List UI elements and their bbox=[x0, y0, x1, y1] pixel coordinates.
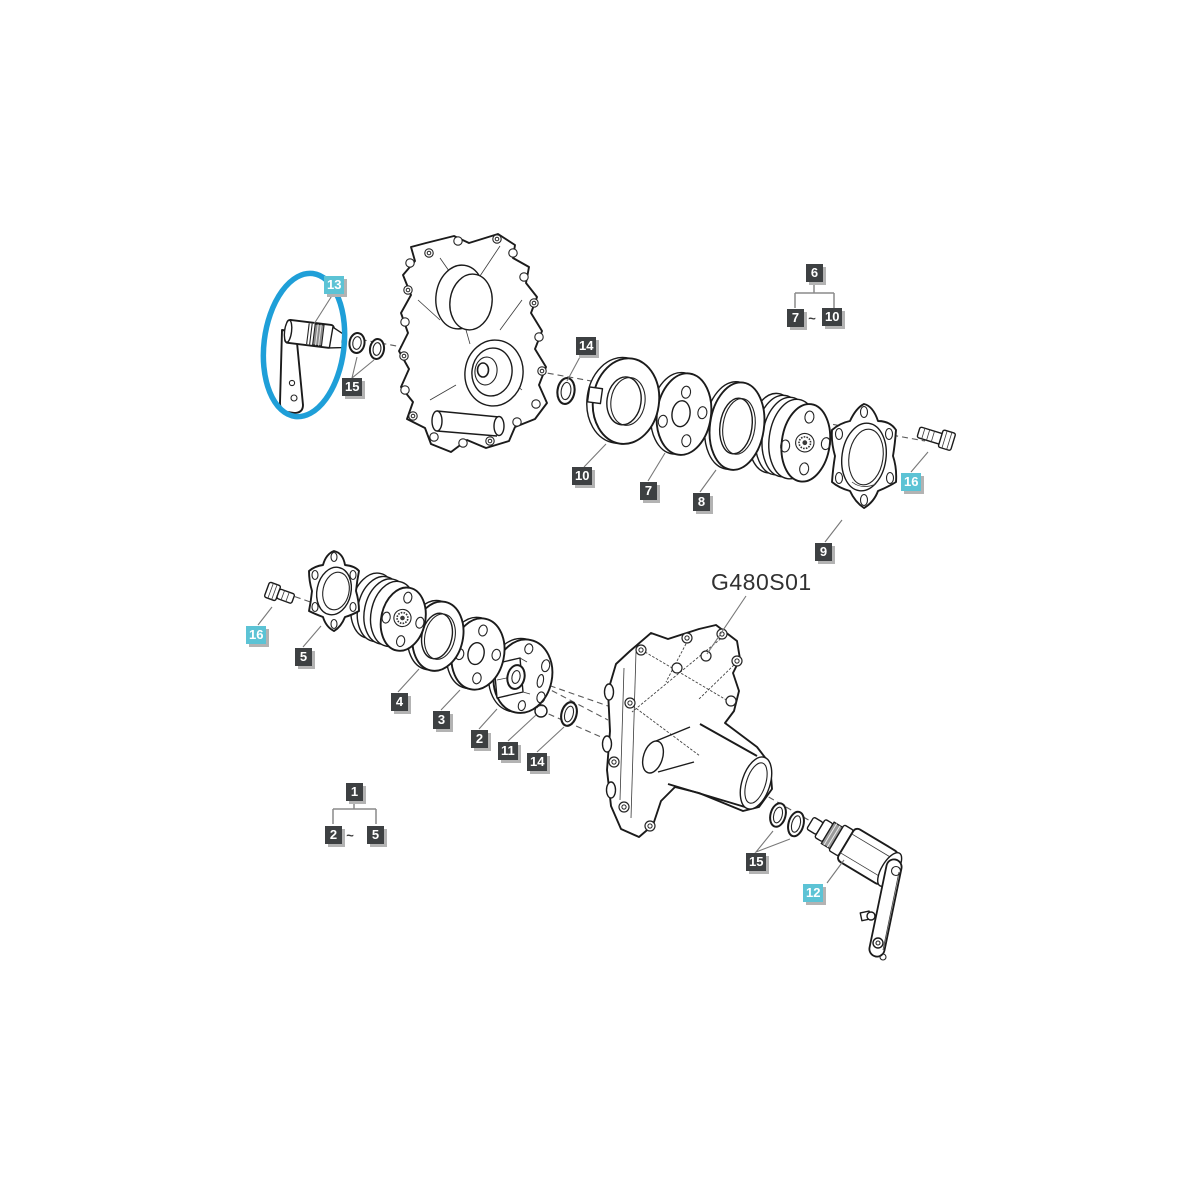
part-shaft-12 bbox=[806, 817, 903, 961]
housing-top-bolt-holes bbox=[399, 234, 547, 448]
part-label-14-bottom[interactable]: 14 bbox=[527, 753, 548, 771]
part-orings-15-bottom bbox=[769, 802, 805, 838]
part-hub-bottom bbox=[487, 637, 554, 714]
part-oring-14-bottom bbox=[560, 701, 578, 727]
part-label-10-top[interactable]: 10 bbox=[572, 467, 593, 485]
part-label-2-group[interactable]: 2 bbox=[325, 826, 342, 844]
part-disc-top bbox=[586, 356, 661, 445]
part-label-16-bottom[interactable]: 16 bbox=[246, 626, 267, 644]
part-label-11[interactable]: 11 bbox=[498, 742, 518, 760]
group-separator-1: ~ bbox=[346, 828, 354, 843]
part-label-3[interactable]: 3 bbox=[433, 711, 450, 729]
highlight-ring bbox=[260, 270, 348, 420]
part-lever-13 bbox=[279, 318, 348, 414]
leader-lines bbox=[257, 293, 929, 884]
part-ball-11 bbox=[534, 704, 548, 718]
part-label-7-group[interactable]: 7 bbox=[787, 309, 804, 327]
part-label-6[interactable]: 6 bbox=[806, 264, 823, 282]
part-flange-top bbox=[830, 403, 898, 509]
part-flange-bottom bbox=[308, 550, 360, 632]
part-oring-14-top bbox=[556, 377, 576, 405]
part-label-8-top[interactable]: 8 bbox=[693, 493, 710, 511]
part-label-2[interactable]: 2 bbox=[471, 730, 488, 748]
part-ring-top bbox=[703, 381, 766, 471]
part-label-10-group[interactable]: 10 bbox=[822, 308, 843, 326]
part-label-5-group[interactable]: 5 bbox=[367, 826, 384, 844]
part-label-5[interactable]: 5 bbox=[295, 648, 312, 666]
part-plate-top bbox=[650, 371, 713, 456]
part-label-4[interactable]: 4 bbox=[391, 693, 408, 711]
part-orings-15-top bbox=[348, 332, 386, 360]
part-bolt-top bbox=[916, 426, 956, 451]
part-bolt-bottom bbox=[263, 581, 296, 604]
group-brackets bbox=[332, 284, 835, 824]
part-label-14-top[interactable]: 14 bbox=[576, 337, 597, 355]
part-label-15-bottom[interactable]: 15 bbox=[746, 853, 767, 871]
diagram-code: G480S01 bbox=[711, 569, 812, 595]
part-housing-top bbox=[398, 233, 548, 453]
part-label-7-top[interactable]: 7 bbox=[640, 482, 657, 500]
part-label-9[interactable]: 9 bbox=[815, 543, 832, 561]
part-label-15-top[interactable]: 15 bbox=[342, 378, 363, 396]
part-label-1[interactable]: 1 bbox=[346, 783, 363, 801]
part-label-16-top[interactable]: 16 bbox=[901, 473, 922, 491]
part-housing-bottom bbox=[601, 624, 773, 838]
part-label-12[interactable]: 12 bbox=[803, 884, 824, 902]
group-separator-6: ~ bbox=[808, 311, 816, 326]
part-label-13[interactable]: 13 bbox=[324, 276, 345, 294]
